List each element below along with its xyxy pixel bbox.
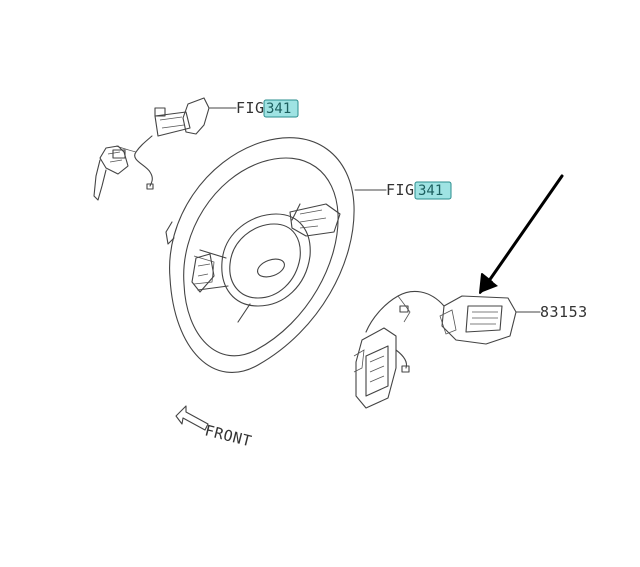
wheel-fig-ref[interactable]: 341 <box>418 183 443 199</box>
steering-switch-assembly <box>353 290 517 409</box>
steering-wheel <box>165 137 355 373</box>
pointer-arrow <box>479 174 564 294</box>
upper-fig-341-link[interactable]: 341 <box>263 99 299 118</box>
front-direction-indicator: FRONT <box>175 405 254 450</box>
upper-fig-ref[interactable]: 341 <box>266 101 291 117</box>
part-number-83153[interactable]: 83153 <box>540 303 588 321</box>
wheel-fig-ref-box[interactable] <box>414 181 452 200</box>
paddle-switch-assembly <box>93 97 210 201</box>
front-arrow-icon <box>175 405 209 431</box>
upper-fig-ref-box[interactable] <box>263 99 299 118</box>
wheel-fig-prefix: FIG <box>386 181 415 199</box>
front-label: FRONT <box>203 421 254 450</box>
wheel-fig-341-link[interactable]: 341 <box>414 181 452 200</box>
upper-fig-prefix: FIG <box>236 99 265 117</box>
